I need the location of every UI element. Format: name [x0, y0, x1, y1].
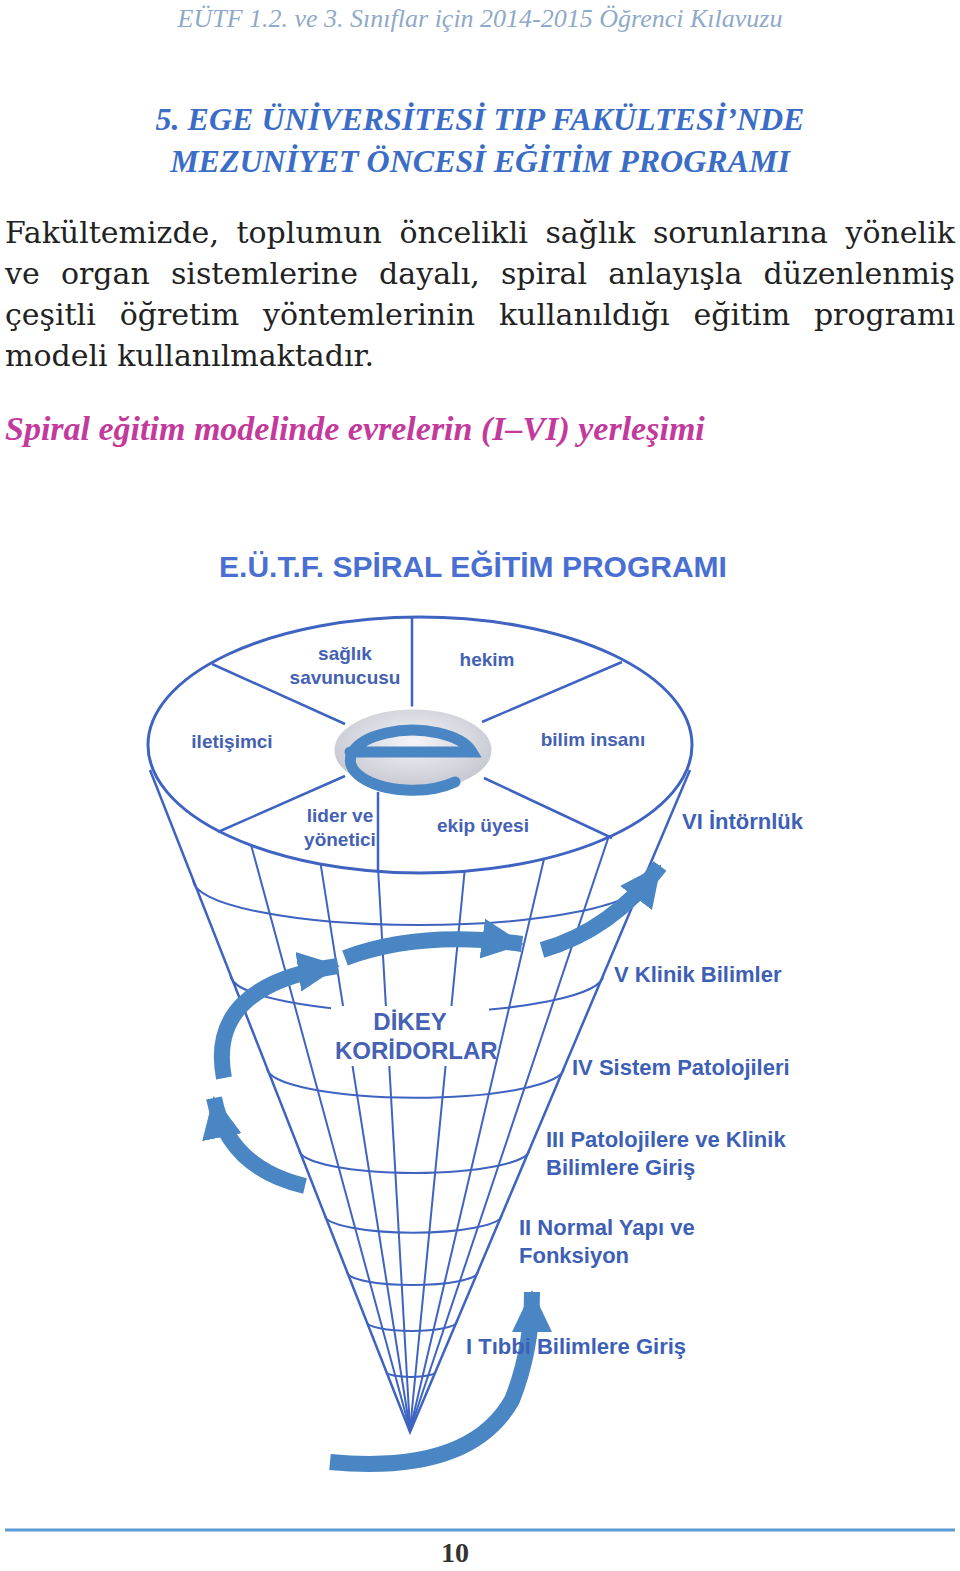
role-sector: sağlık savunucusu: [283, 642, 408, 690]
role-sector: ekip üyesi: [428, 814, 538, 838]
node-text: VI İntörnlük: [682, 808, 803, 836]
label-text: 10: [441, 1537, 469, 1569]
node-text: iletişimci: [177, 730, 287, 754]
figure-caption: Spiral eğitim modelinde evrelerin (I–VI)…: [5, 410, 705, 448]
band-arc: [299, 1150, 529, 1173]
phase-level: III Patolojilere ve Klinik Bilimlere Gir…: [546, 1126, 791, 1182]
diagram-title-text: E.Ü.T.F. SPİRAL EĞİTİM PROGRAMI: [219, 550, 727, 584]
spiral-arrow: [222, 966, 338, 1078]
section-heading: 5. EGE ÜNİVERSİTESİ TIP FAKÜLTESİ’NDE ME…: [70, 98, 890, 182]
node-text: IV Sistem Patolojileri: [572, 1054, 790, 1082]
phase-level: II Normal Yapı ve Fonksiyon: [519, 1214, 734, 1270]
logo-mark: [350, 730, 472, 790]
role-sector: lider ve yönetici: [295, 804, 385, 852]
phase-level: V Klinik Bilimler: [614, 961, 782, 989]
body-paragraph: Fakültemizde, toplumun öncelikli sağlık …: [5, 212, 955, 376]
page-number: 10: [441, 1537, 469, 1569]
phase-level: VI İntörnlük: [682, 808, 803, 836]
logo-disc: [333, 708, 493, 792]
sector-divider: [377, 792, 380, 872]
role-sector: hekim: [442, 648, 532, 672]
spiral-arrow: [330, 1292, 532, 1464]
band-arc: [193, 880, 643, 925]
phase-level: I Tıbbi Bilimlere Giriş: [466, 1333, 686, 1361]
node-text: I Tıbbi Bilimlere Giriş: [466, 1333, 686, 1361]
label-text: 5. EGE ÜNİVERSİTESİ TIP FAKÜLTESİ’NDE ME…: [70, 98, 890, 182]
sector-divider: [482, 662, 622, 722]
corridor-line: [250, 841, 410, 1430]
node-text: sağlık savunucusu: [283, 642, 408, 690]
role-sector: bilim insanı: [533, 728, 653, 752]
phase-level: IV Sistem Patolojileri: [572, 1054, 790, 1082]
node-text: V Klinik Bilimler: [614, 961, 782, 989]
spiral-arrow: [345, 939, 522, 958]
corridor-label: DİKEY KORİDORLAR: [331, 1006, 489, 1066]
svg-part: [148, 617, 692, 1464]
node-text: bilim insanı: [533, 728, 653, 752]
node-text: lider ve yönetici: [295, 804, 385, 852]
diagram-title: E.Ü.T.F. SPİRAL EĞİTİM PROGRAMI: [219, 550, 727, 584]
band-arc: [267, 1068, 564, 1098]
node-text: II Normal Yapı ve Fonksiyon: [519, 1214, 734, 1270]
spiral-arrow: [214, 1098, 305, 1186]
label-text: EÜTF 1.2. ve 3. Sınıflar için 2014-2015 …: [178, 4, 783, 34]
label-text: DİKEY KORİDORLAR: [335, 1007, 485, 1065]
footer-rule: [5, 1529, 955, 1532]
node-text: hekim: [442, 648, 532, 672]
label-text: Spiral eğitim modelinde evrelerin (I–VI)…: [5, 410, 705, 448]
label-text: Fakültemizde, toplumun öncelikli sağlık …: [5, 212, 955, 376]
spiral-arrow: [542, 866, 660, 950]
rim-ellipse: [148, 617, 692, 873]
page-header: EÜTF 1.2. ve 3. Sınıflar için 2014-2015 …: [178, 4, 783, 34]
node-text: ekip üyesi: [428, 814, 538, 838]
sector-divider: [411, 618, 414, 708]
role-sector: iletişimci: [177, 730, 287, 754]
node-text: III Patolojilere ve Klinik Bilimlere Gir…: [546, 1126, 791, 1182]
